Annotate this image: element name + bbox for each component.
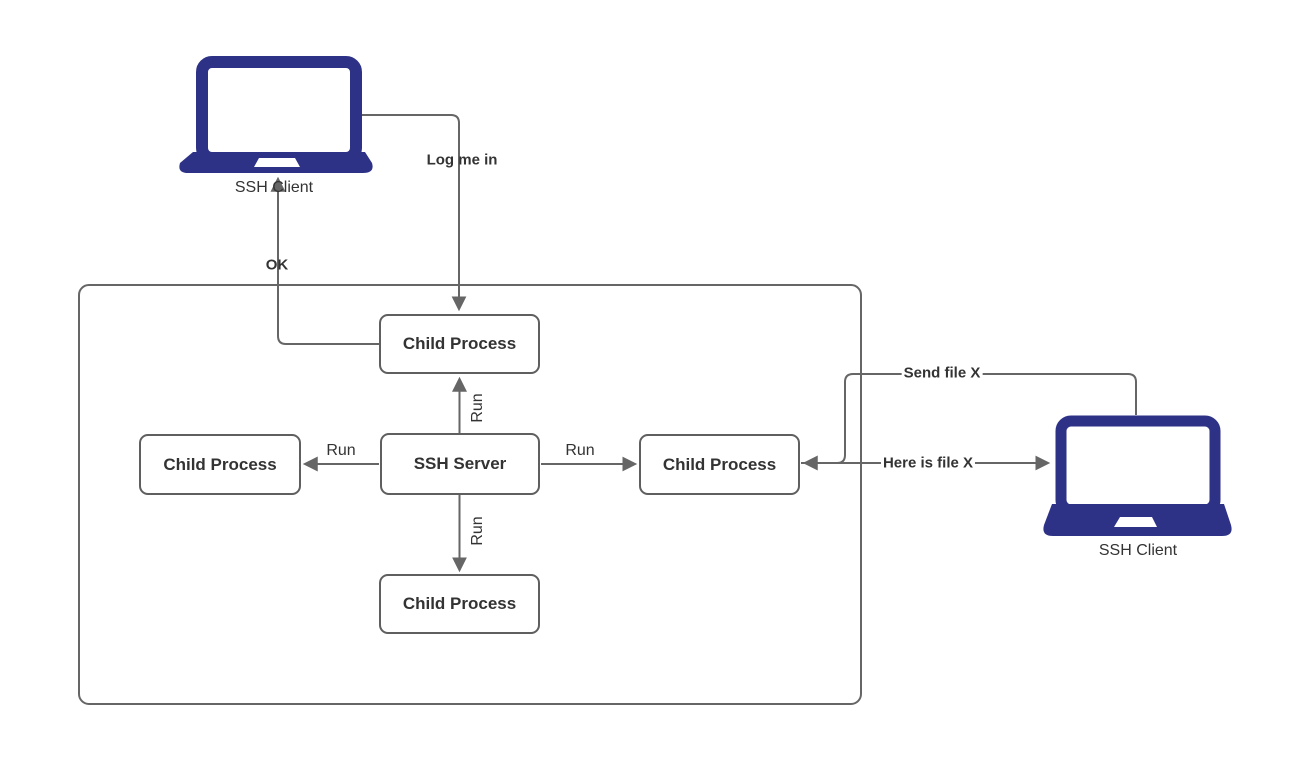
edge-label-log-me-in: Log me in (426, 151, 498, 169)
node-child-process-bottom: Child Process (379, 574, 540, 634)
node-child-process-left: Child Process (139, 434, 301, 495)
edge-ok (270, 176, 379, 345)
node-label: Child Process (662, 454, 777, 474)
edge-label-send-file-x: Send file X (901, 364, 983, 382)
edge-label-run-down: Run (469, 516, 486, 546)
node-ssh-server: SSH Server (380, 433, 540, 495)
node-child-process-top: Child Process (379, 314, 540, 374)
server-boundary-box (78, 284, 862, 705)
edge-label-ok: OK (265, 256, 289, 274)
edge-label-run-left: Run (326, 442, 356, 459)
laptop-icon-left (179, 56, 373, 173)
edge-send-file-x (802, 373, 1137, 471)
node-label: Child Process (402, 594, 517, 613)
edge-label-run-right: Run (565, 442, 595, 459)
node-child-process-right: Child Process (639, 434, 800, 495)
edge-label-here-is-file-x: Here is file X (880, 454, 976, 472)
edge-log-me-in (362, 114, 467, 312)
ssh-client-left-label: SSH Client (234, 179, 314, 196)
node-label: Child Process (402, 334, 517, 353)
laptop-icon-right (1043, 415, 1232, 536)
edge-label-run-up: Run (469, 393, 486, 423)
node-label: SSH Server (413, 454, 507, 473)
node-label: Child Process (163, 454, 277, 474)
ssh-client-right-label: SSH Client (1098, 542, 1178, 559)
